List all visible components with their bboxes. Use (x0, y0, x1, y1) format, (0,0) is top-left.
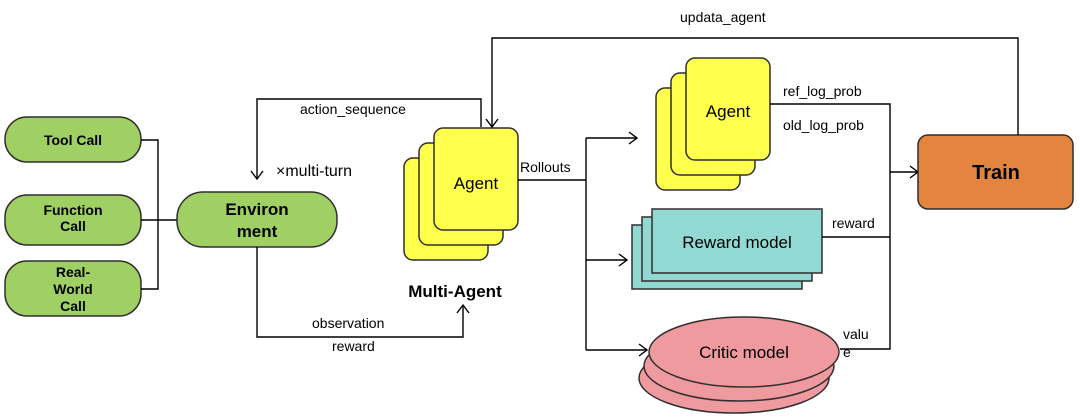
multi-agent-agent-label: Agent (454, 174, 499, 193)
real-world-call-node: Real- World Call (4, 260, 142, 317)
multi-agent-stack: Agent (403, 127, 519, 261)
training-agent-label: Agent (706, 102, 751, 121)
function-call-node: Function Call (4, 194, 142, 246)
critic-model-label: Critic model (699, 343, 789, 362)
training-agent-stack: Agent (655, 57, 771, 191)
critic-model-stack: Critic model (638, 316, 840, 414)
real-world-call-label-line1: Real- (56, 264, 91, 280)
reward-model-stack: Reward model (631, 208, 823, 290)
multi-turn-label: ×multi-turn (276, 163, 352, 180)
update-agent-label: updata_agent (680, 9, 766, 25)
train-node: Train (917, 134, 1074, 210)
old-log-prob-label: old_log_prob (783, 117, 864, 133)
environment-node: Environ ment (176, 191, 338, 248)
inputs-connector (141, 139, 177, 290)
reward-out-label: reward (832, 215, 875, 231)
tool-call-label: Tool Call (44, 132, 102, 148)
update-agent-edge (485, 37, 1019, 135)
value-label-line2: e (843, 344, 851, 360)
environment-label-line2: ment (237, 222, 278, 241)
reward-model-label: Reward model (682, 233, 792, 252)
real-world-call-label-line3: Call (60, 298, 86, 314)
ref-log-prob-label: ref_log_prob (783, 83, 862, 99)
rollouts-label: Rollouts (520, 159, 571, 175)
real-world-call-label-line2: World (53, 281, 92, 297)
multi-agent-caption: Multi-Agent (408, 282, 502, 301)
environment-label-line1: Environ (225, 200, 288, 219)
train-label: Train (972, 162, 1020, 184)
function-call-label-line2: Call (60, 218, 86, 234)
function-call-label-line1: Function (43, 202, 102, 218)
rollouts-edges (518, 131, 649, 357)
observation-edge (256, 247, 470, 338)
tool-call-node: Tool Call (4, 116, 142, 163)
reward-in-label: reward (332, 338, 375, 354)
action-sequence-edge (250, 98, 482, 181)
action-sequence-label: action_sequence (300, 101, 406, 117)
value-label-line1: valu (843, 326, 869, 342)
observation-label: observation (312, 315, 384, 331)
